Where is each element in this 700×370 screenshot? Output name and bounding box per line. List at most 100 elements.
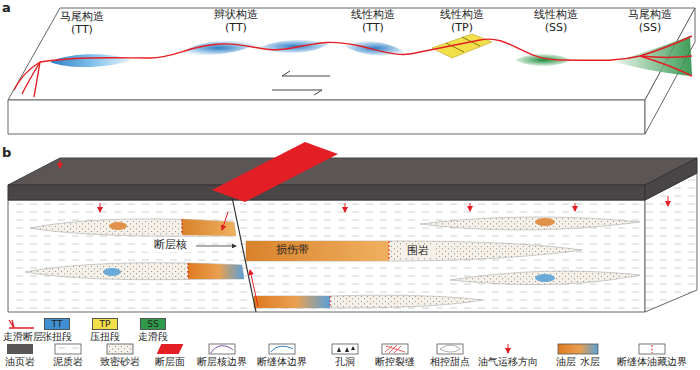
- slab-a: [8, 100, 645, 134]
- strike-slip-fault: [640, 56, 692, 58]
- migration-arrows: [345, 203, 346, 212]
- sand-lenses: [25, 217, 640, 308]
- structure-label: 马尾构造 (SS): [622, 9, 678, 34]
- strike-slip-fault: [640, 56, 692, 76]
- legend-samples: [639, 344, 665, 354]
- sand-lenses: [246, 241, 389, 261]
- zone-label: 断层核: [146, 239, 194, 252]
- fault-plane: [212, 142, 338, 202]
- block-b: [8, 200, 645, 312]
- migration-arrows: [575, 203, 576, 211]
- legend-swatch: [7, 344, 33, 354]
- legend-samples: [652, 345, 653, 353]
- legend-swatch: [157, 344, 184, 354]
- migration-arrows: [100, 203, 101, 212]
- structure-label: 线性构造 (TP): [434, 9, 490, 34]
- legend-samples: [332, 344, 358, 354]
- fault-plane: [250, 270, 258, 306]
- legend-samples: [558, 344, 598, 354]
- sand-lenses: [182, 219, 236, 236]
- structure-shapes: [345, 41, 405, 55]
- fault-plane: [222, 212, 228, 230]
- sand-lenses: [389, 241, 390, 261]
- block-b: [645, 158, 697, 200]
- legend-samples: [382, 344, 408, 354]
- legend-label: 断缝体油藏边界: [617, 356, 687, 368]
- migration-arrows: [470, 203, 471, 211]
- legend-label: 孔洞: [335, 356, 355, 368]
- legend-label: 致密砂岩: [100, 356, 140, 368]
- sand-lenses: [330, 296, 331, 308]
- sand-lenses: [535, 274, 555, 282]
- legend-label: 压扭段: [90, 331, 120, 343]
- fault-plane: [232, 197, 256, 312]
- strike-slip-fault: [34, 62, 40, 97]
- legend-label: 断缝体边界: [257, 356, 307, 368]
- sand-lenses: [188, 263, 244, 279]
- strike-slip-fault: [14, 36, 692, 97]
- legend-samples: [269, 344, 295, 354]
- legend-label: 油层 水层: [556, 356, 599, 368]
- sand-lenses: [109, 222, 127, 230]
- legend-label: 断层面: [155, 356, 185, 368]
- legend-label: 走滑段: [138, 331, 168, 343]
- slab-a: [8, 8, 695, 134]
- fault-plane: [212, 142, 338, 312]
- slab-a: [8, 8, 695, 100]
- legend-samples: [211, 346, 233, 353]
- legend-samples: [337, 346, 355, 352]
- structure-shapes: [432, 34, 492, 58]
- sand-lenses: [535, 218, 555, 226]
- zone-label: 损伤带: [268, 244, 316, 257]
- leader-line: [196, 246, 236, 247]
- legend-samples: [9, 320, 665, 354]
- block-b: [8, 185, 645, 200]
- sand-lenses: [450, 271, 640, 285]
- migration-arrows: [60, 160, 61, 168]
- leader-line: [196, 246, 236, 247]
- sand-lenses: [254, 295, 482, 308]
- sand-lenses: [246, 241, 582, 261]
- structure-label: 线性构造 (TT): [345, 9, 401, 34]
- legend-samples: [385, 345, 405, 353]
- structure-shapes: [258, 40, 330, 53]
- legend-label: 走滑断层: [3, 331, 43, 343]
- legend-samples: [9, 320, 34, 328]
- legend-samples: [55, 344, 81, 354]
- block-b: [8, 158, 697, 312]
- legend-label: 断控裂缝: [375, 356, 415, 368]
- structure-shapes: [50, 34, 692, 76]
- legend-label: 泥质岩: [53, 356, 83, 368]
- shear-arrows: [272, 90, 322, 95]
- legend-samples: [437, 344, 463, 354]
- legend-samples: [271, 346, 293, 352]
- sand-lenses: [103, 268, 121, 276]
- structure-label: 马尾构造 (TT): [54, 11, 110, 36]
- strike-slip-fault: [14, 62, 40, 90]
- shear-arrows: [272, 71, 330, 95]
- sand-lenses: [254, 296, 330, 308]
- legend-label: 张扭段: [42, 331, 72, 343]
- migration-arrows: [668, 196, 669, 206]
- strike-slip-fault: [40, 36, 692, 62]
- legend-samples: [440, 345, 460, 352]
- legend-label: 油页岩: [5, 356, 35, 368]
- panel-letter: b: [2, 146, 18, 161]
- legend-label: 断层核边界: [197, 356, 247, 368]
- shear-arrows: [282, 71, 330, 76]
- structure-label: 辫状构造 (TT): [208, 9, 264, 34]
- block-b: [8, 158, 697, 185]
- swatch-code: TP: [92, 319, 118, 329]
- panel-letter: a: [2, 1, 18, 16]
- swatch-code: TT: [44, 319, 70, 329]
- legend-samples: [107, 344, 133, 354]
- legend-label: 油气运移方向: [478, 356, 538, 368]
- sand-lenses: [30, 219, 236, 236]
- sand-lenses: [188, 263, 189, 279]
- legend-label: 相控甜点: [430, 356, 470, 368]
- legend-samples: [209, 344, 235, 354]
- sand-lenses: [182, 219, 183, 235]
- swatch-code: SS: [140, 319, 166, 329]
